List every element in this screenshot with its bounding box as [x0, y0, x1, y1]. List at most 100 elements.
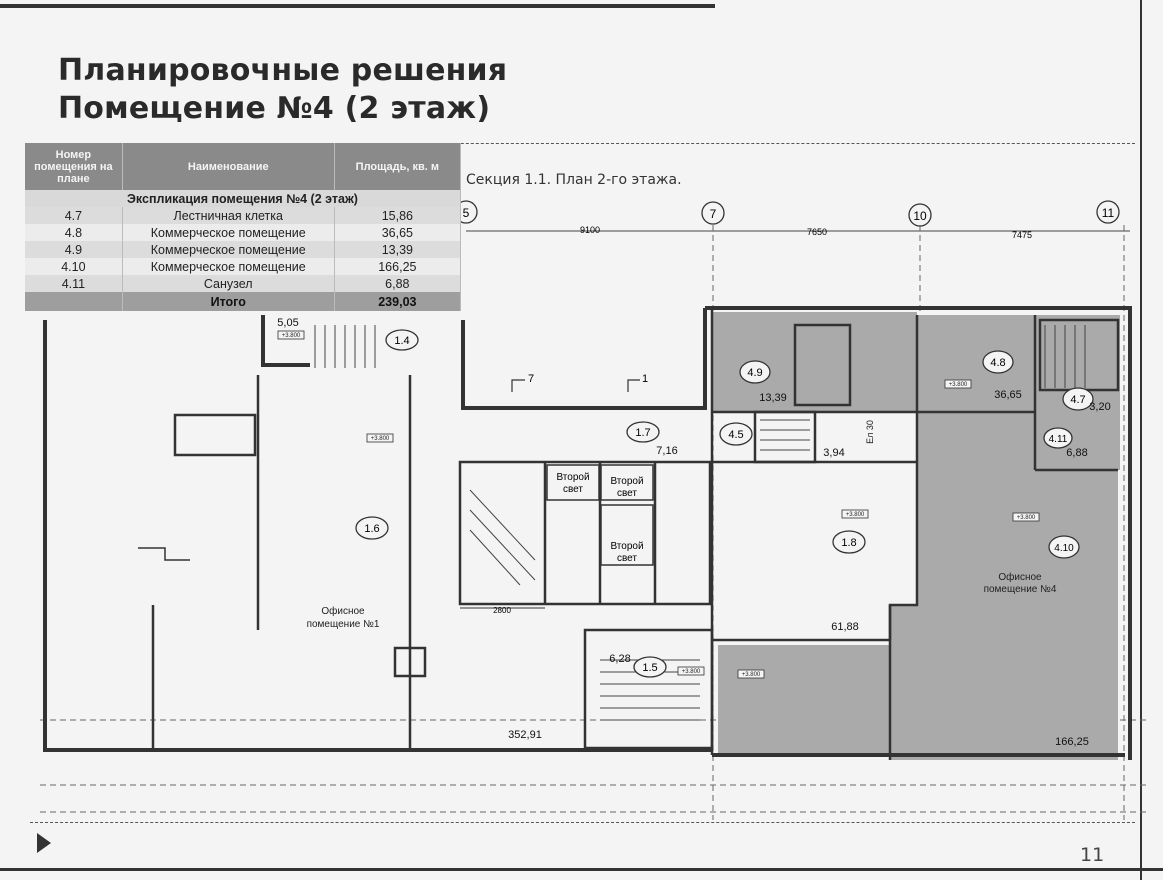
bubble-4-9	[739, 360, 771, 384]
second-light-2-line2: свет	[617, 488, 637, 499]
section-mark-1	[627, 379, 640, 392]
bubble-4-10	[1048, 535, 1080, 559]
area-36-65: 36,65	[994, 389, 1022, 401]
premises-4-shading	[712, 312, 1120, 760]
section-label-1: 1	[642, 373, 648, 385]
bubble-1-8	[832, 530, 866, 554]
right-border	[1140, 0, 1142, 880]
table-row: 4.7 Лестничная клетка 15,86	[25, 207, 462, 224]
room-4-10-fill	[890, 412, 1118, 760]
room-1-7: 1.7	[635, 427, 650, 439]
stair-treads-1-4	[314, 325, 376, 368]
area-3-20: 3,20	[1089, 401, 1110, 413]
office-1-line2: помещение №1	[307, 619, 380, 630]
bubble-4-8	[982, 350, 1014, 374]
cell-area: 36,65	[334, 224, 462, 241]
header-room-name: Наименование	[122, 143, 335, 190]
axis-label-10: 10	[913, 209, 927, 223]
shaft-4-9	[793, 323, 852, 407]
bubble-4-11	[1043, 427, 1073, 449]
stair-treads-4-7	[1044, 325, 1086, 388]
table-caption: Экспликация помещения №4 (2 этаж)	[25, 190, 461, 207]
bubble-1-6	[355, 516, 389, 540]
area-7-16: 7,16	[656, 445, 677, 457]
room-4-7: 4.7	[1070, 394, 1085, 406]
table-row: 4.11 Санузел 6,88	[25, 275, 462, 292]
level-mark-2: +3.800	[371, 436, 390, 442]
area-166-25: 166,25	[1055, 736, 1089, 748]
level-mark-box-1	[277, 330, 305, 340]
level-mark-box-4	[944, 379, 972, 389]
cell-number: 4.7	[25, 207, 123, 224]
core-block	[458, 460, 712, 606]
area-3-94: 3,94	[823, 447, 844, 459]
explication-table: Номер помещения на плане Наименование Пл…	[25, 143, 462, 311]
room-1-8: 1.8	[841, 537, 856, 549]
wall-4-10-west	[888, 412, 919, 760]
level-mark-box-2	[366, 433, 394, 443]
room-4-11: 4.11	[1049, 434, 1068, 445]
level-mark-box-3	[841, 509, 869, 519]
title-line-2: Помещение №4 (2 этаж)	[58, 91, 491, 126]
bubble-4-5	[719, 422, 753, 446]
axis-label-5: 5	[463, 206, 470, 220]
room-4-10: 4.10	[1054, 543, 1074, 554]
second-light-3-line2: свет	[617, 553, 637, 564]
cell-area: 13,39	[334, 241, 462, 258]
page-number: 11	[1080, 844, 1105, 866]
axis-label-11: 11	[1102, 206, 1115, 220]
bubble-4-7	[1062, 387, 1094, 411]
room-4-9: 4.9	[747, 367, 762, 379]
office-4-line2: помещение №4	[984, 584, 1057, 595]
table-row: 4.8 Коммерческое помещение 36,65	[25, 224, 462, 241]
bottom-border	[0, 868, 1163, 871]
second-light-3-line1: Второй	[610, 541, 643, 552]
outer-wall-north-east	[705, 306, 1132, 760]
cell-name: Коммерческое помещение	[122, 224, 335, 241]
area-6-28: 6,28	[609, 653, 630, 665]
level-mark-6: +3.800	[742, 672, 761, 678]
stair-4-5	[753, 410, 817, 464]
cell-name: Лестничная клетка	[122, 207, 335, 224]
total-label: Итого	[122, 292, 335, 311]
stair-treads-core	[469, 489, 536, 586]
axis-bubble-7	[701, 201, 725, 225]
level-mark-3: +3.800	[846, 512, 865, 518]
area-352-91: 352,91	[508, 729, 542, 741]
plan-caption: Секция 1.1. План 2-го этажа.	[466, 172, 682, 188]
room-4-8: 4.8	[990, 357, 1005, 369]
room-4-5: 4.5	[728, 429, 743, 441]
table-total-row: Итого 239,03	[25, 292, 462, 311]
table-row: 4.9 Коммерческое помещение 13,39	[25, 241, 462, 258]
play-arrow-icon[interactable]	[37, 833, 51, 853]
area-5-05: 5,05	[277, 317, 298, 329]
title-line-1: Планировочные решения	[58, 53, 508, 88]
bench-block	[173, 413, 257, 457]
second-light-box-1	[546, 464, 600, 501]
room-4-9-fill	[712, 312, 917, 412]
second-light-2-line1: Второй	[610, 476, 643, 487]
second-light-box-3	[600, 504, 654, 566]
dim-9100: 9100	[580, 225, 600, 235]
axis-label-7: 7	[710, 207, 717, 221]
cell-area: 15,86	[334, 207, 462, 224]
header-area: Площадь, кв. м	[334, 143, 462, 190]
room-4-8-fill	[917, 315, 1035, 412]
table-caption-row: Экспликация помещения №4 (2 этаж)	[25, 190, 461, 207]
level-mark-box-7	[677, 666, 705, 676]
slide-title: Планировочные решения Помещение №4 (2 эт…	[58, 52, 507, 128]
cell-name: Санузел	[122, 275, 335, 292]
axis-bubble-11	[1096, 200, 1120, 224]
area-13-39: 13,39	[759, 392, 787, 404]
cell-number: 4.10	[25, 258, 123, 275]
area-61-88: 61,88	[831, 621, 859, 633]
dim-2800: 2800	[493, 606, 511, 615]
level-mark-box-5	[1012, 512, 1040, 522]
dim-7650: 7650	[807, 227, 827, 237]
cell-number: 4.9	[25, 241, 123, 258]
table-header-row: Номер помещения на плане Наименование Пл…	[25, 143, 462, 190]
footer-divider	[30, 822, 1135, 823]
outer-wall-west-south	[43, 320, 712, 752]
column-block	[393, 646, 427, 678]
room-1-5: 1.5	[642, 662, 657, 674]
